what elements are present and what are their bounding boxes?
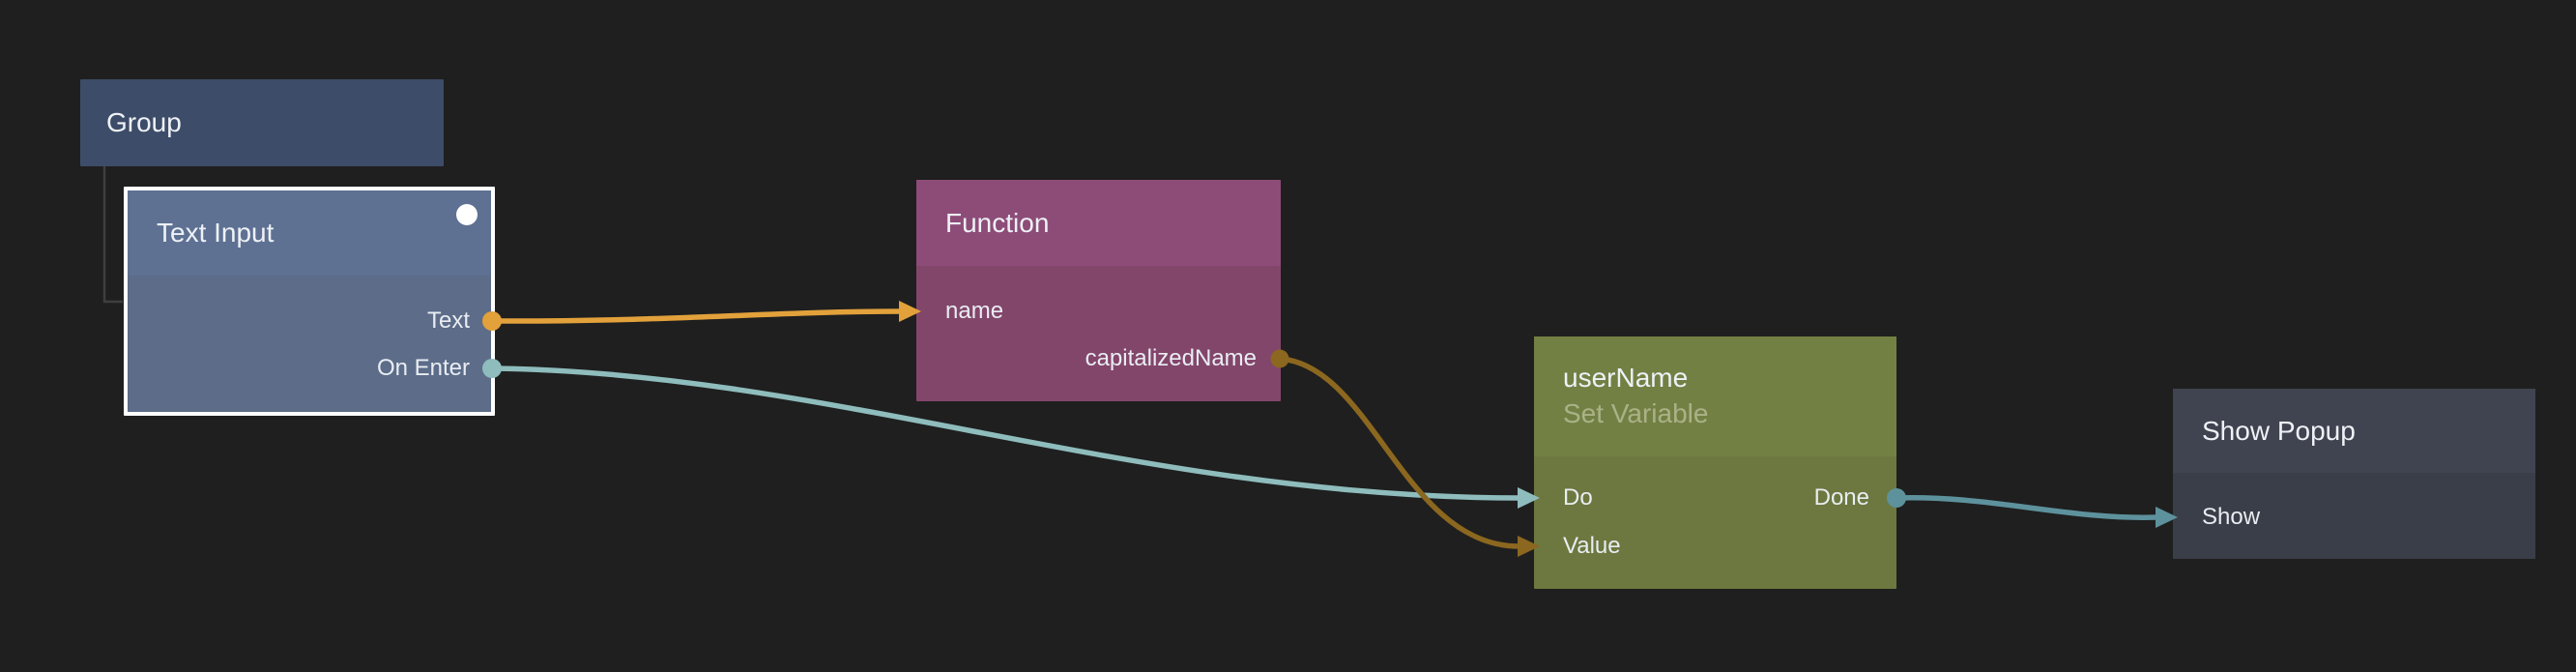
port-capitalizedname-output[interactable]: capitalizedName — [1085, 345, 1257, 371]
port-value-input[interactable]: Value — [1563, 533, 1621, 559]
port-name-input[interactable]: name — [945, 298, 1004, 324]
text-input-title: Text Input — [157, 218, 275, 248]
set-variable-title: userName — [1563, 363, 1689, 393]
group-node-title: Group — [106, 107, 182, 137]
node-group[interactable]: Group — [80, 79, 444, 166]
port-on-enter-output[interactable]: On Enter — [376, 355, 470, 381]
wire-done-to-show[interactable] — [1894, 495, 2160, 520]
node-function[interactable]: Function name capitalizedName — [916, 180, 1281, 401]
wire-text-to-name[interactable] — [489, 308, 906, 324]
port-do-input[interactable]: Do — [1563, 484, 1593, 511]
group-child-connector — [102, 166, 123, 304]
port-show-input[interactable]: Show — [2202, 504, 2261, 530]
wire-capitalizedname-to-value[interactable] — [1277, 356, 1522, 549]
port-text-output[interactable]: Text — [426, 307, 470, 334]
node-set-variable-username[interactable]: userName Set Variable Do Value Done — [1534, 336, 1896, 589]
function-header[interactable]: Function — [916, 180, 1281, 266]
function-title: Function — [945, 207, 1050, 238]
port-done-output[interactable]: Done — [1813, 484, 1869, 511]
visual-node-indicator-dot — [456, 204, 478, 225]
set-variable-header[interactable]: userName Set Variable — [1534, 336, 1896, 456]
text-input-header[interactable]: Text Input — [128, 190, 491, 276]
show-popup-header[interactable]: Show Popup — [2173, 389, 2535, 473]
set-variable-subtitle: Set Variable — [1563, 398, 1709, 428]
node-show-popup[interactable]: Show Popup Show — [2173, 389, 2535, 559]
show-popup-title: Show Popup — [2202, 415, 2356, 446]
node-text-input[interactable]: Text Input Text On Enter — [124, 187, 495, 416]
